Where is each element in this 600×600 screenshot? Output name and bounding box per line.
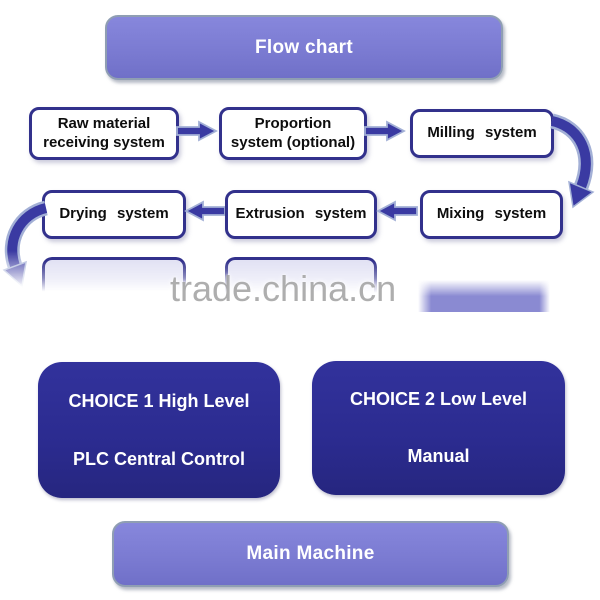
flow-chart-title-box: Flow chart xyxy=(105,15,503,80)
curved-down-arrow-icon xyxy=(2,200,49,288)
node-proportion-system: Proportion system (optional) xyxy=(219,107,367,160)
faded-node-bar-fill xyxy=(418,280,550,316)
choice-2-line-2: Manual xyxy=(407,446,470,466)
node-label: Extrusion system xyxy=(235,205,367,223)
node-label: Milling system xyxy=(427,124,537,142)
page-title: Flow chart xyxy=(254,36,353,58)
choice-2-line-1: CHOICE 2 Low Level xyxy=(349,389,528,409)
choice-1-line-1: CHOICE 1 High Level xyxy=(68,390,250,411)
node-label: Drying system xyxy=(59,205,169,223)
left-arrow-icon xyxy=(376,200,418,222)
right-arrow-icon xyxy=(364,120,406,142)
node-extrusion-system: Extrusion system xyxy=(225,190,377,239)
left-arrow-icon xyxy=(184,200,226,222)
node-label: Raw material receiving system xyxy=(43,114,165,151)
faded-node-bar xyxy=(418,280,550,316)
choice-2-box: CHOICE 2 Low Level Manual xyxy=(312,361,565,495)
node-milling-system: Milling system xyxy=(410,109,554,158)
node-mixing-system: Mixing system xyxy=(420,190,563,239)
node-raw-material-receiving-system: Raw material receiving system xyxy=(29,107,179,160)
footer-title: Main Machine xyxy=(246,543,375,564)
node-label: Mixing system xyxy=(436,205,547,223)
watermark-text: trade.china.cn xyxy=(170,268,397,309)
faded-node-box xyxy=(225,257,377,307)
curved-down-arrow-icon xyxy=(549,113,595,209)
choice-1-box: CHOICE 1 High Level PLC Central Control xyxy=(38,362,280,498)
node-drying-system: Drying system xyxy=(42,190,186,239)
right-arrow-icon xyxy=(176,120,218,142)
main-machine-box: Main Machine xyxy=(112,521,509,587)
faded-node-box xyxy=(42,257,186,305)
node-label: Proportion system (optional) xyxy=(230,114,356,151)
choice-1-line-2: PLC Central Control xyxy=(72,448,245,469)
